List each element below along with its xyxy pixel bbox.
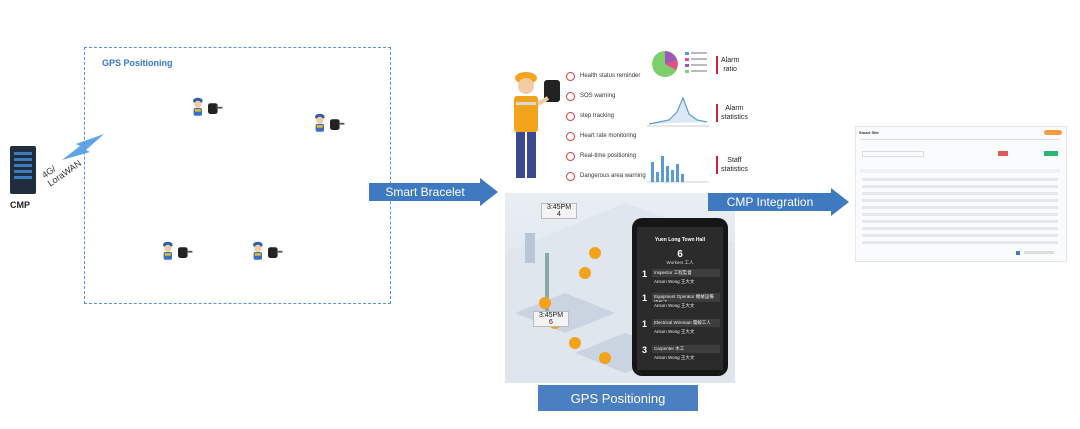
marker-time: 3:45PM [546, 204, 572, 211]
name-row[interactable]: Anson Wong 王大文 [652, 302, 720, 310]
cmp-server-icon [10, 146, 36, 194]
pagination[interactable] [1024, 251, 1054, 254]
role-row[interactable]: Electrical Wireman 電線工人 [652, 319, 720, 327]
feature-item: Dangerous area warning [580, 173, 646, 179]
add-button[interactable] [1044, 151, 1058, 156]
alarm-ratio-line1: Alarm [721, 57, 740, 64]
worker-with-bracelet-icon [193, 97, 223, 116]
staff-statistics-label: Staff statistics [716, 156, 748, 174]
gps-positioning-title: GPS Positioning [102, 58, 173, 68]
cmp-integration-arrow: CMP Integration [708, 193, 832, 211]
alarm-statistics-line2: statistics [721, 114, 748, 121]
feature-item: SOS warning [580, 93, 616, 99]
dashboard-title: Smart Site [859, 130, 879, 135]
worker-with-bracelet-icon [163, 241, 193, 260]
sos-icon [566, 91, 575, 101]
alarm-ratio-pie-icon [652, 51, 707, 77]
marker-time: 3:45PM [538, 312, 564, 319]
staff-statistics-line2: statistics [721, 166, 748, 173]
steps-icon [566, 111, 575, 121]
alarm-statistics-label: Alarm statistics [716, 104, 748, 122]
warning-icon [566, 171, 575, 181]
worker-with-bracelet-icon [315, 113, 345, 132]
mobile-phone: Yuen Long Town Hall 6 Workers 工人 1 Inspe… [632, 218, 728, 376]
smart-bracelet-label: Smart Bracelet [385, 185, 465, 199]
phone-title: Yuen Long Town Hall [654, 237, 706, 243]
arrow-head-icon [831, 188, 849, 216]
role-row[interactable]: Carpenter 木工 [652, 345, 720, 353]
marker-count: 6 [549, 319, 553, 326]
feature-item: Heart rate monitoring [580, 133, 637, 139]
name-row[interactable]: Anson Wong 王大文 [652, 354, 720, 362]
feature-item: Health status reminder [580, 73, 641, 79]
staff-statistics-line1: Staff [727, 157, 742, 164]
smart-bracelet-arrow: Smart Bracelet [369, 183, 481, 201]
health-icon [566, 71, 575, 81]
alarm-statistics-line1: Alarm [725, 105, 744, 112]
pagination-page[interactable] [1016, 251, 1020, 255]
row-number: 1 [642, 319, 648, 329]
staff-statistics-bar-icon [647, 156, 709, 183]
gps-positioning-caption: GPS Positioning [538, 385, 698, 411]
gps-caption-label: GPS Positioning [570, 390, 666, 406]
feature-item: Real-time positioning [580, 153, 637, 159]
cmp-label: CMP [10, 200, 30, 210]
alarm-ratio-line2: ratio [723, 66, 737, 73]
marker-count: 4 [557, 211, 561, 218]
alarm-ratio-label: Alarm ratio [716, 56, 739, 74]
reset-button[interactable] [998, 151, 1008, 156]
role-row[interactable]: Inspector 工程監督 [652, 269, 720, 277]
alarm-statistics-line-icon [647, 96, 709, 127]
arrow-head-icon [480, 178, 498, 206]
phone-screen: Yuen Long Town Hall 6 Workers 工人 1 Inspe… [637, 227, 723, 370]
cmp-dashboard-screenshot: Smart Site [855, 126, 1067, 262]
row-number: 1 [642, 293, 648, 303]
user-avatar-icon [1044, 130, 1062, 135]
search-input[interactable] [862, 151, 924, 157]
construction-worker-with-bracelet-icon [514, 72, 560, 178]
heart-rate-icon [566, 131, 575, 141]
wireless-bolt-icon [62, 134, 104, 160]
workers-label: Workers 工人 [666, 260, 694, 265]
location-icon [566, 151, 575, 161]
row-number: 3 [642, 345, 648, 355]
worker-count-marker: 3:45PM 4 [541, 203, 577, 219]
feature-item: step tracking [580, 113, 615, 119]
name-row[interactable]: Anson Wong 王大文 [652, 278, 720, 286]
worker-count-marker: 3:45PM 6 [533, 311, 569, 327]
bracelet-feature-list: Health status reminder SOS warning step … [566, 66, 646, 186]
row-number: 1 [642, 269, 648, 279]
cmp-integration-label: CMP Integration [726, 195, 814, 209]
gps-positioning-area [84, 47, 391, 304]
worker-with-bracelet-icon [253, 241, 283, 260]
workers-count: 6 [677, 249, 683, 260]
name-row[interactable]: Anson Wong 王大文 [652, 328, 720, 336]
